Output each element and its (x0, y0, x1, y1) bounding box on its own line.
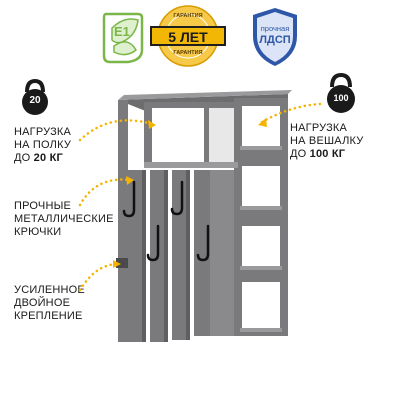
hook-icon (146, 224, 160, 262)
hook-icon (196, 224, 210, 262)
shelf-edge (240, 146, 282, 150)
slat-2-side (164, 170, 168, 342)
cubby-2 (242, 166, 280, 206)
feature-hanger-value: 100 КГ (309, 148, 346, 160)
kettlebell-icon (22, 78, 48, 115)
kettlebell-icon (327, 72, 355, 113)
e1-eco-badge: E1 (98, 6, 148, 66)
ldsp-badge: прочная ЛДСП (250, 6, 300, 68)
warranty-main-text: 5 ЛЕТ (168, 29, 208, 45)
e1-text: E1 (114, 24, 130, 39)
ldsp-line2: ЛДСП (259, 34, 291, 46)
cubby-1 (242, 106, 280, 146)
feature-shelf-prefix: ДО (14, 152, 34, 164)
shelf-edge (240, 206, 282, 210)
feature-hanger-prefix: ДО (290, 148, 310, 160)
warranty-seal-icon (150, 5, 226, 67)
hook-icon (122, 180, 136, 218)
arrowhead (258, 118, 267, 127)
leaf-icon (102, 12, 144, 64)
feature-hanger-line1: НАГРУЗКА (290, 122, 348, 134)
arrow-hanger-load (260, 102, 322, 124)
slat-4-side (210, 170, 234, 336)
weight-100-icon: 100 (322, 72, 360, 114)
shelf-edge (144, 162, 238, 168)
cubby-3 (242, 226, 280, 266)
feature-mounting: УСИЛЕННОЕ ДВОЙНОЕ КРЕПЛЕНИЕ (14, 284, 85, 323)
feature-hooks: ПРОЧНЫЕ МЕТАЛЛИЧЕСКИЕ КРЮЧКИ (14, 200, 114, 239)
feature-shelf-value: 20 КГ (33, 152, 63, 164)
feature-hanger-line2: НА ВЕШАЛКУ (290, 135, 364, 147)
feature-hooks-line3: КРЮЧКИ (14, 226, 62, 238)
cubby-4 (242, 282, 280, 328)
feature-shelf-line2: НА ПОЛКУ (14, 139, 72, 151)
weight-100-value: 100 (333, 93, 349, 103)
feature-hanger-load: НАГРУЗКА НА ВЕШАЛКУ ДО 100 КГ (290, 122, 363, 161)
feature-shelf-load: НАГРУЗКА НА ПОЛКУ ДО 20 КГ (14, 126, 71, 165)
arrow-hooks (78, 178, 132, 207)
feature-hanger-line3: ДО 100 КГ (290, 148, 363, 161)
feature-hooks-line1: ПРОЧНЫЕ (14, 200, 72, 212)
slat-3-side (186, 170, 190, 340)
shelf-edge (240, 328, 282, 332)
wall-bracket (116, 258, 128, 268)
feature-shelf-line1: НАГРУЗКА (14, 126, 72, 138)
feature-mounting-line3: КРЕПЛЕНИЕ (14, 310, 83, 322)
arrowhead (126, 176, 134, 185)
arrow-shelf-load (78, 119, 154, 142)
weight-20-value: 20 (29, 95, 41, 106)
callout-arrows (78, 102, 322, 292)
frame-top (118, 90, 292, 100)
arrow-heads (113, 118, 267, 268)
arrowhead (113, 260, 121, 268)
upper-shelf-opening-left (152, 108, 204, 162)
shelf-unit (116, 90, 292, 342)
shield-icon (253, 8, 297, 66)
slat-4 (194, 170, 210, 336)
feature-shelf-line3: ДО 20 КГ (14, 152, 71, 165)
slat-3 (172, 170, 186, 340)
upper-shelf-opening-right (209, 108, 234, 162)
warranty-ring-bottom: ГАРАНТИЯ (173, 50, 203, 56)
feature-mounting-line2: ДВОЙНОЕ (14, 297, 71, 309)
left-post (118, 100, 128, 342)
slat-1 (128, 170, 142, 342)
warranty-badge: 5 ЛЕТ ГАРАНТИЯ ГАРАНТИЯ (148, 4, 228, 68)
ldsp-line1: прочная (260, 24, 290, 33)
arrowhead (148, 120, 156, 129)
arrow-mounting (78, 262, 120, 292)
feature-mounting-line1: УСИЛЕННОЕ (14, 284, 85, 296)
hook-icon (170, 180, 184, 216)
shelf-edge (240, 266, 282, 270)
weight-20-icon: 20 (18, 78, 52, 116)
warranty-ring-top: ГАРАНТИЯ (173, 13, 203, 19)
feature-hooks-line2: МЕТАЛЛИЧЕСКИЕ (14, 213, 114, 225)
slat-1-side (142, 170, 146, 342)
